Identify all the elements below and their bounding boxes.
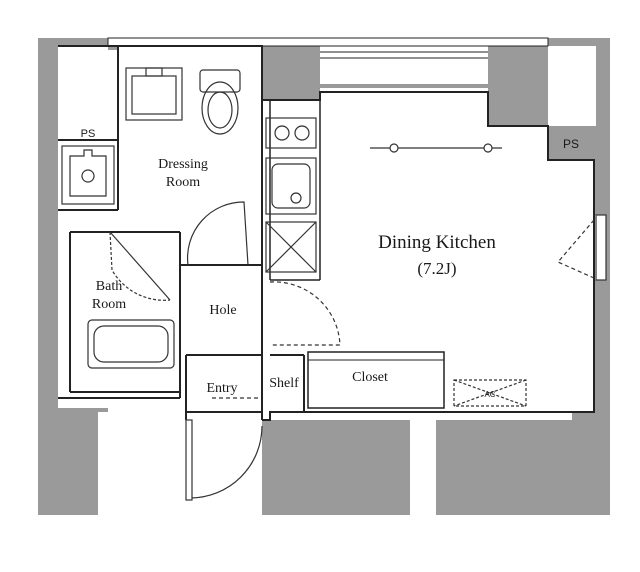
- bath-room-line2: Room: [92, 297, 126, 312]
- kitchen-sink-icon: [265, 157, 317, 215]
- shelf-label: Shelf: [269, 376, 299, 391]
- sink-icon: [125, 67, 183, 121]
- closet-label: Closet: [352, 370, 388, 385]
- wall-top-window-left: [262, 46, 320, 100]
- hole-label: Hole: [209, 303, 236, 318]
- ps-right-label: PS: [563, 137, 579, 151]
- ac-icon: [453, 379, 527, 407]
- stove-icon: [265, 117, 317, 149]
- dining-kitchen-name: Dining Kitchen: [378, 232, 496, 253]
- wall-bottom-right: [436, 420, 548, 515]
- fixtures: [61, 67, 607, 407]
- walls: [38, 38, 610, 515]
- wall-top-window-right: [488, 46, 548, 126]
- dressing-room-line1: Dressing: [158, 157, 208, 172]
- labels: Dining Kitchen (7.2J) Dressing Room Bath…: [81, 128, 579, 399]
- wall-entry-right: [262, 420, 270, 515]
- interior-lines: [58, 45, 595, 421]
- dressing-room-line2: Room: [166, 175, 200, 190]
- top-window: [107, 37, 549, 93]
- dressing-door: [186, 201, 249, 266]
- washer-icon: [61, 145, 115, 205]
- wall-left: [38, 38, 108, 515]
- bathtub-icon: [87, 319, 175, 369]
- entry-label: Entry: [206, 381, 237, 396]
- right-window: [557, 214, 607, 281]
- bath-room-line1: Bath: [96, 279, 122, 294]
- dining-kitchen-size: (7.2J): [417, 259, 456, 278]
- ac-label: AC: [484, 390, 495, 399]
- bath-door: [109, 231, 171, 301]
- entry-door: [189, 420, 263, 499]
- doors: [109, 201, 341, 501]
- wall-top-left: [108, 46, 118, 50]
- dining-door: [269, 281, 341, 346]
- wall-left-lower: [52, 420, 98, 515]
- light-rail-icon: [370, 143, 502, 153]
- wall-bottom-middle: [270, 420, 410, 515]
- ps-left-label: PS: [81, 128, 96, 140]
- toilet-icon: [199, 69, 241, 135]
- fridge-space-icon: [265, 221, 317, 273]
